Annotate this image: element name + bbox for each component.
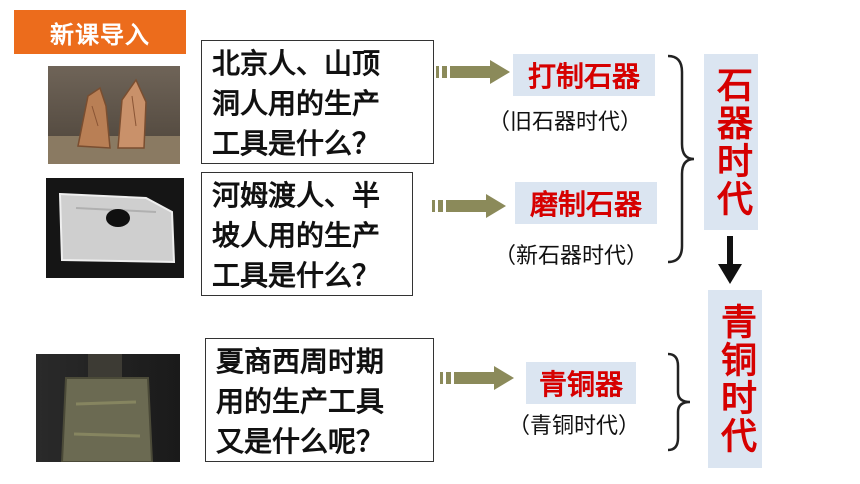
right-brace-icon — [664, 350, 694, 458]
bronze-age-label: 青铜时代 — [708, 290, 762, 468]
polished-stone-axe-photo — [46, 178, 184, 278]
question-3-line-1: 夏商西周时期 — [216, 345, 385, 378]
question-1-line-2: 洞人用的生产 — [212, 87, 381, 120]
right-brace-icon — [664, 52, 698, 270]
stone-age-label: 石器时代 — [704, 54, 758, 230]
question-1-line-1: 北京人、山顶 — [212, 47, 381, 80]
arrow-right-icon — [436, 60, 510, 84]
era-note-bronze: （青铜时代） — [508, 414, 641, 439]
arrow-right-icon — [432, 194, 506, 218]
question-box-3: 夏商西周时期 用的生产工具 又是什么呢？ — [205, 338, 434, 462]
lesson-intro-tag: 新课导入 — [14, 10, 186, 54]
era-note-neolithic: （新石器时代） — [494, 244, 649, 269]
question-box-1: 北京人、山顶 洞人用的生产 工具是什么？ — [201, 40, 434, 164]
question-2-line-3: 工具是什么？ — [212, 259, 381, 292]
chipped-stone-tools-photo — [48, 66, 180, 164]
arrow-down-icon — [716, 236, 744, 288]
answer-bronze: 青铜器 — [526, 362, 636, 404]
answer-chipped-stone: 打制石器 — [513, 54, 655, 96]
bronze-tool-photo — [36, 354, 180, 462]
question-3-line-3: 又是什么呢？ — [216, 425, 385, 458]
question-box-2: 河姆渡人、半 坡人用的生产 工具是什么？ — [201, 172, 413, 296]
question-2-line-2: 坡人用的生产 — [212, 219, 381, 252]
arrow-right-icon — [440, 366, 514, 390]
question-2-line-1: 河姆渡人、半 — [212, 179, 381, 212]
era-note-paleolithic: （旧石器时代） — [488, 110, 643, 135]
question-1-line-3: 工具是什么？ — [212, 127, 381, 160]
answer-polished-stone: 磨制石器 — [515, 182, 657, 224]
question-3-line-2: 用的生产工具 — [216, 385, 385, 418]
